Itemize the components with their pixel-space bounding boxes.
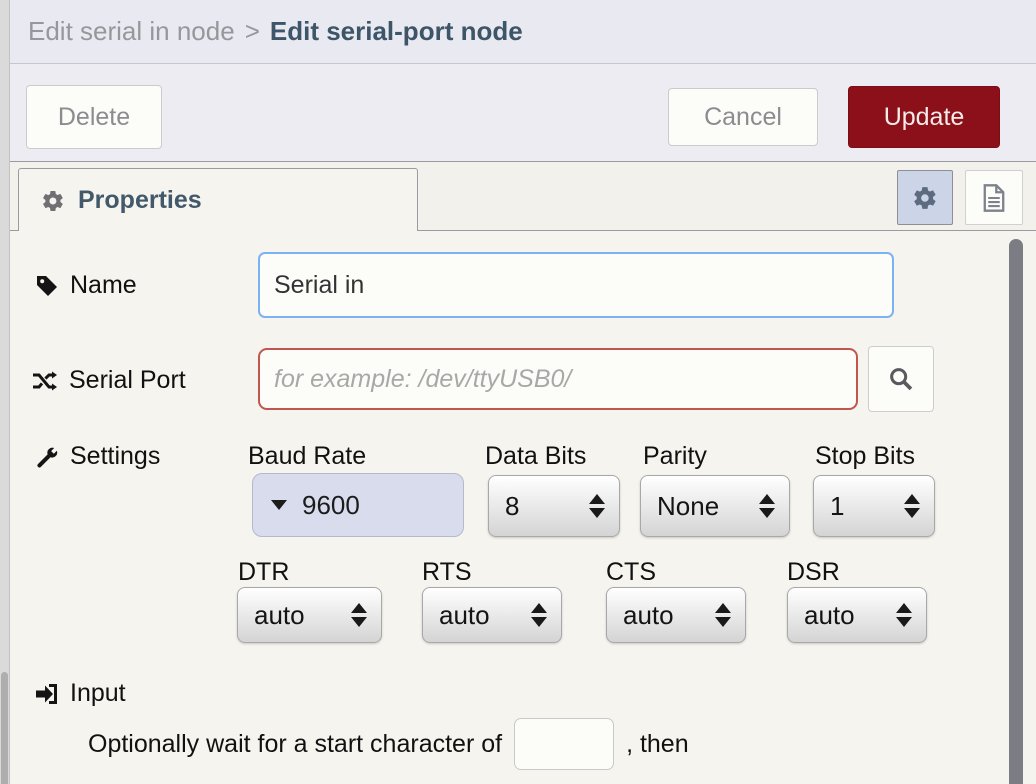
parity-header: Parity — [643, 442, 707, 471]
updown-arrows-icon — [589, 494, 605, 518]
dtr-select[interactable]: auto — [237, 587, 382, 643]
updown-arrows-icon — [759, 494, 775, 518]
name-input[interactable] — [258, 252, 894, 318]
settings-field-label: Settings — [35, 442, 160, 471]
dialog-toolbar: Delete Cancel Update — [10, 64, 1036, 162]
node-settings-button[interactable] — [897, 170, 953, 225]
rts-select[interactable]: auto — [422, 587, 562, 643]
wrench-icon — [35, 445, 59, 469]
breadcrumb-parent[interactable]: Edit serial in node — [28, 16, 235, 47]
start-character-text-before: Optionally wait for a start character of — [88, 730, 502, 759]
stop-bits-select[interactable]: 1 — [813, 475, 935, 537]
updown-arrows-icon — [715, 603, 731, 627]
serial-port-field-label: Serial Port — [32, 366, 186, 395]
data-bits-header: Data Bits — [485, 442, 586, 471]
page-left-scroll-track — [0, 0, 10, 784]
name-field-label: Name — [35, 271, 137, 300]
edit-node-dialog: Edit serial in node > Edit serial-port n… — [10, 0, 1036, 784]
baud-rate-dropdown[interactable]: 9600 — [252, 473, 464, 537]
serial-port-lookup-button[interactable] — [868, 346, 934, 412]
properties-panel: Name Serial Port — [10, 231, 1036, 784]
dsr-header: DSR — [787, 558, 840, 587]
update-button[interactable]: Update — [848, 86, 1000, 148]
cts-header: CTS — [606, 558, 656, 587]
page-left-scroll-thumb[interactable] — [1, 672, 8, 784]
start-character-sentence: Optionally wait for a start character of… — [88, 718, 689, 770]
gear-icon — [912, 185, 938, 211]
input-section-label: Input — [35, 679, 126, 708]
serial-port-input[interactable] — [258, 348, 858, 410]
rts-header: RTS — [422, 558, 472, 587]
cancel-button[interactable]: Cancel — [668, 88, 818, 146]
breadcrumb-separator: > — [245, 16, 260, 47]
dsr-select[interactable]: auto — [787, 587, 927, 643]
shuffle-icon — [32, 370, 58, 392]
panel-scrollbar-thumb[interactable] — [1009, 239, 1023, 784]
node-docs-button[interactable] — [965, 170, 1023, 225]
tab-properties-label: Properties — [78, 186, 202, 215]
breadcrumb-current: Edit serial-port node — [270, 16, 523, 47]
dtr-header: DTR — [238, 558, 289, 587]
delete-button[interactable]: Delete — [26, 85, 162, 149]
tab-bar: Properties — [10, 162, 1036, 231]
parity-select[interactable]: None — [640, 475, 790, 537]
tag-icon — [35, 274, 59, 298]
baud-rate-value: 9600 — [302, 490, 360, 521]
tab-properties[interactable]: Properties — [18, 168, 418, 232]
data-bits-select[interactable]: 8 — [488, 475, 620, 537]
sign-in-icon — [35, 683, 59, 705]
start-character-text-after: , then — [626, 730, 689, 759]
updown-arrows-icon — [531, 603, 547, 627]
cts-select[interactable]: auto — [606, 587, 746, 643]
updown-arrows-icon — [904, 494, 920, 518]
updown-arrows-icon — [351, 603, 367, 627]
stop-bits-header: Stop Bits — [815, 442, 915, 471]
gear-icon — [41, 189, 65, 213]
document-icon — [980, 183, 1008, 213]
start-character-input[interactable] — [514, 718, 614, 770]
baud-rate-header: Baud Rate — [248, 442, 366, 471]
chevron-down-icon — [271, 500, 287, 510]
dialog-header: Edit serial in node > Edit serial-port n… — [10, 0, 1036, 64]
updown-arrows-icon — [896, 603, 912, 627]
magnifier-icon — [887, 365, 915, 393]
